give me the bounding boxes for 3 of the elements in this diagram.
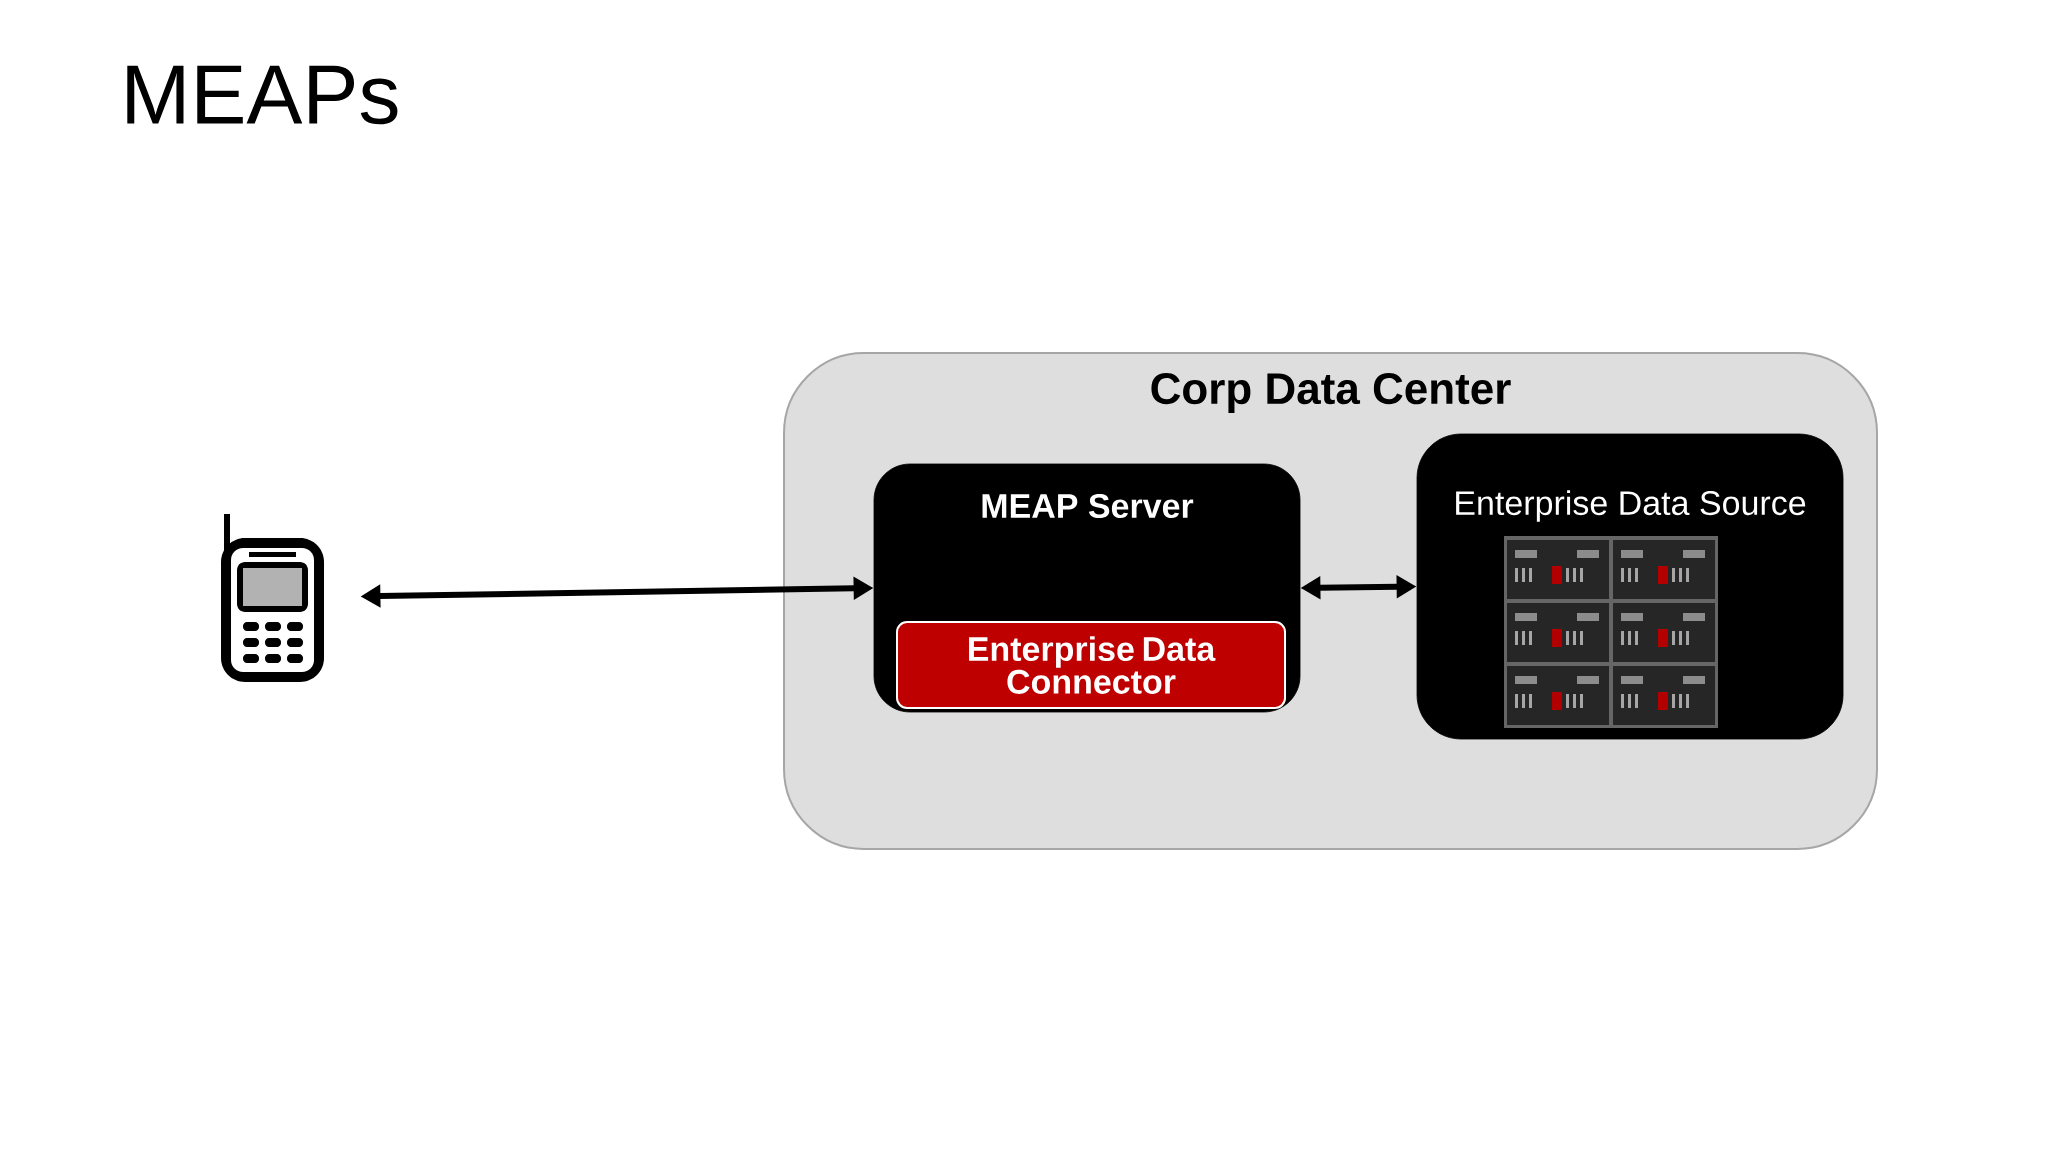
connector-box: Enterprise Data Connector bbox=[896, 621, 1286, 709]
slide-title: MEAPs bbox=[127, 65, 398, 125]
phone-icon bbox=[221, 514, 324, 682]
